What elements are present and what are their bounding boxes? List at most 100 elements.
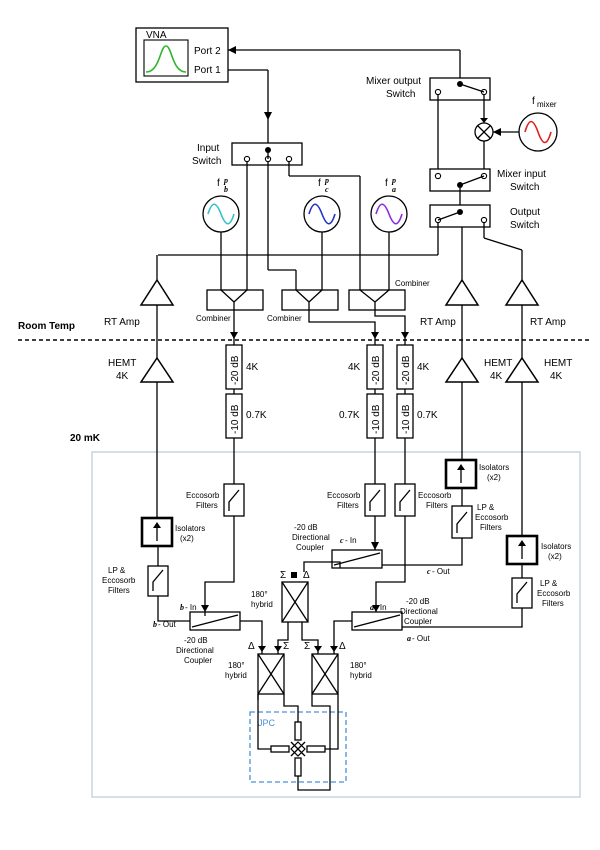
dc-b: b - In b - Out -20 dB Directional Couple… xyxy=(153,603,241,665)
hybrid-left: Δ Σ 180° hybrid xyxy=(225,641,289,695)
svg-text:Isolators: Isolators xyxy=(541,542,571,551)
pump-b: f p b xyxy=(202,176,240,290)
svg-text:Coupler: Coupler xyxy=(184,656,212,665)
svg-text:(x2): (x2) xyxy=(487,473,501,482)
svg-text:(x2): (x2) xyxy=(548,552,562,561)
svg-text:c: c xyxy=(427,567,431,576)
svg-text:LP &: LP & xyxy=(477,503,495,512)
svg-text:-20 dB: -20 dB xyxy=(230,355,241,385)
svg-text:Directional: Directional xyxy=(292,533,330,542)
svg-text:Eccosorb: Eccosorb xyxy=(327,491,361,500)
svg-text:4K: 4K xyxy=(550,371,563,382)
port1-label: Port 1 xyxy=(194,65,221,76)
svg-text:RT Amp: RT Amp xyxy=(104,317,140,328)
port2-label: Port 2 xyxy=(194,46,221,57)
svg-text:Filters: Filters xyxy=(337,501,359,510)
mixer-source: f mixer xyxy=(518,96,558,152)
mixer-input-switch-label-2: Switch xyxy=(510,182,539,193)
jpc-label: JPC xyxy=(258,718,276,728)
svg-text:Filters: Filters xyxy=(196,501,218,510)
attenuators-c: -20 dB -10 dB 4K 0.7K xyxy=(339,344,384,439)
svg-text:- In: - In xyxy=(185,603,197,612)
svg-text:- Out: - Out xyxy=(432,567,451,576)
svg-text:-20 dB: -20 dB xyxy=(371,355,382,385)
input-switch: Input Switch xyxy=(192,142,303,167)
eccosorb-b: Eccosorb Filters xyxy=(186,483,245,517)
vna: VNA Port 2 Port 1 xyxy=(135,27,229,83)
svg-text:-10 dB: -10 dB xyxy=(401,404,412,434)
output-switch: Output Switch xyxy=(429,204,540,231)
dc-a: a - In a - Out -20 dB Directional Couple… xyxy=(351,597,438,643)
svg-text:Eccosorb: Eccosorb xyxy=(102,576,136,585)
fridge-20mk-box xyxy=(91,451,581,798)
svg-text:- Out: - Out xyxy=(412,634,431,643)
svg-text:Coupler: Coupler xyxy=(404,617,432,626)
svg-text:-20 dB: -20 dB xyxy=(406,597,430,606)
mixer-output-switch: Mixer output Switch xyxy=(366,76,491,101)
attenuators-a: -20 dB -10 dB 4K 0.7K xyxy=(396,344,438,439)
pump-c-sup: p xyxy=(324,176,329,185)
svg-text:Eccosorb: Eccosorb xyxy=(537,589,571,598)
input-switch-label-1: Input xyxy=(197,143,219,154)
svg-text:Σ: Σ xyxy=(304,641,310,652)
svg-text:-10 dB: -10 dB xyxy=(230,404,241,434)
vna-trace xyxy=(145,45,187,73)
svg-text:b: b xyxy=(153,620,157,629)
mixer-input-switch-label-1: Mixer input xyxy=(497,169,546,180)
arrow-port2 xyxy=(228,46,236,54)
svg-text:hybrid: hybrid xyxy=(225,671,247,680)
label-room-temp: Room Temp xyxy=(18,321,75,332)
svg-text:0.7K: 0.7K xyxy=(339,410,360,421)
svg-text:a: a xyxy=(370,603,374,612)
svg-text:4K: 4K xyxy=(417,362,430,373)
svg-text:180°: 180° xyxy=(350,661,367,670)
svg-text:0.7K: 0.7K xyxy=(417,410,438,421)
svg-text:Eccosorb: Eccosorb xyxy=(186,491,220,500)
rt-amp-right: RT Amp xyxy=(504,278,566,328)
svg-text:- In: - In xyxy=(345,536,357,545)
svg-text:Combiner: Combiner xyxy=(267,314,302,323)
hemt-right: HEMT 4K xyxy=(504,356,572,383)
svg-text:Δ: Δ xyxy=(303,570,310,581)
mixer-output-switch-label-2: Switch xyxy=(386,89,415,100)
svg-text:Σ: Σ xyxy=(280,570,286,581)
input-switch-label-2: Switch xyxy=(192,156,221,167)
combiner-b: Combiner xyxy=(196,289,264,323)
pump-a-f: f xyxy=(385,178,388,189)
svg-text:Directional: Directional xyxy=(176,646,214,655)
hybrid-top: Σ Δ 180° hybrid xyxy=(251,570,310,623)
rt-amp-mid: RT Amp xyxy=(420,278,480,328)
hemt-mid: HEMT 4K xyxy=(444,356,512,383)
svg-text:b: b xyxy=(180,603,184,612)
svg-text:a: a xyxy=(407,634,411,643)
svg-text:- In: - In xyxy=(375,603,387,612)
svg-text:Δ: Δ xyxy=(339,641,346,652)
svg-text:HEMT: HEMT xyxy=(484,358,512,369)
pump-c: f p c xyxy=(303,176,341,290)
svg-text:LP &: LP & xyxy=(108,566,126,575)
pump-b-f: f xyxy=(217,178,220,189)
isolator-left: Isolators (x2) xyxy=(140,516,205,548)
svg-text:Filters: Filters xyxy=(480,523,502,532)
eccosorb-a: Eccosorb Filters xyxy=(394,483,452,517)
f-mixer-sub: mixer xyxy=(537,100,557,109)
svg-text:Filters: Filters xyxy=(108,586,130,595)
svg-text:hybrid: hybrid xyxy=(251,600,273,609)
lp-filter-right: LP & Eccosorb Filters xyxy=(511,577,571,609)
attenuators-b: -20 dB -10 dB 4K 0.7K xyxy=(225,344,267,439)
pump-c-f: f xyxy=(318,178,321,189)
pump-a: f p a xyxy=(370,176,408,290)
isolator-mid: Isolators (x2) xyxy=(444,458,509,490)
hybrid-right: Σ Δ 180° hybrid xyxy=(304,641,372,695)
pump-b-sup: p xyxy=(223,176,228,185)
label-20mk: 20 mK xyxy=(70,433,101,444)
svg-text:HEMT: HEMT xyxy=(544,358,572,369)
lp-filter-left: LP & Eccosorb Filters xyxy=(102,565,169,597)
mixer xyxy=(474,118,520,169)
pump-a-sub: a xyxy=(392,185,396,194)
jpc: JPC xyxy=(249,694,347,791)
svg-text:Filters: Filters xyxy=(426,501,448,510)
svg-text:(x2): (x2) xyxy=(180,534,194,543)
combiner-c: Combiner xyxy=(267,289,339,323)
svg-text:-20 dB: -20 dB xyxy=(294,523,318,532)
